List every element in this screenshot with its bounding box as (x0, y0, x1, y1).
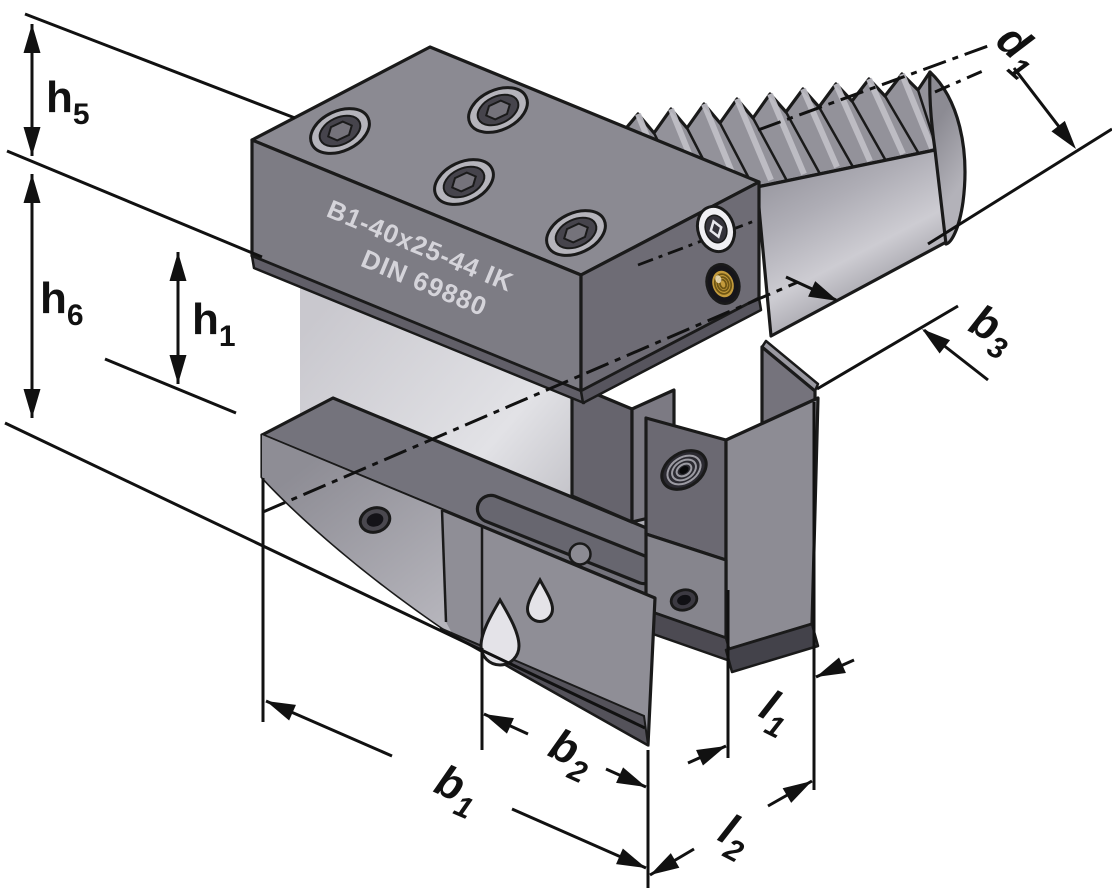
extension-line-seat (104, 357, 237, 415)
side-face-centerline (637, 218, 758, 267)
dim-arrowhead (782, 781, 812, 803)
dimension-l2: l2 (649, 779, 813, 877)
hex-socket-screw-icon (545, 209, 607, 257)
coolant-drop-small-icon (525, 576, 555, 623)
dim-label-b3: b3 (958, 295, 1023, 367)
clamp-screw-hole (660, 449, 708, 491)
hex-socket-screw-icon (467, 86, 529, 134)
dim-arrowhead (696, 746, 726, 766)
side-pin-hole (669, 588, 699, 612)
dim-arrowhead (808, 281, 838, 301)
dim-arrowhead (484, 714, 514, 734)
extension-line-top (24, 12, 296, 120)
dim-label-h5: h5 (46, 73, 90, 131)
hex-socket-screw-icon (433, 158, 495, 206)
leg-front-face (570, 382, 634, 524)
dim-label-l2: l2 (707, 805, 759, 870)
dimension-h1: h1 (104, 252, 237, 415)
shank-axis-centerline (757, 44, 989, 132)
dim-label-h1: h1 (192, 295, 236, 353)
slot-notch (568, 542, 592, 566)
dim-arrowhead (616, 848, 646, 868)
chamfer-edge-line (440, 509, 448, 623)
dim-arrowhead (816, 657, 846, 677)
dimension-b1: b1 (261, 478, 650, 888)
dim-arrowhead (169, 252, 187, 281)
dimension-h6: h6 (4, 174, 646, 730)
dim-arrowhead (266, 701, 296, 721)
body-front-chamfer (262, 435, 453, 635)
extension-line-d1 (927, 127, 1112, 246)
dim-label-b1: b1 (424, 756, 487, 827)
upper-block-group: B1-40x25-44 IK DIN 69880 (250, 45, 763, 405)
set-screw-icon (695, 204, 737, 254)
dim-arrowhead (23, 389, 41, 418)
body-right-side-face (724, 396, 820, 652)
extension-line-bottom (4, 421, 646, 730)
serration-light-stripes (635, 72, 935, 201)
dim-arrowhead (23, 24, 41, 53)
coolant-port-icon (705, 263, 741, 305)
dim-arrowhead (616, 767, 646, 787)
dimension-h5: h5 (6, 12, 296, 259)
tool-axis-centerline (262, 280, 799, 514)
extension-line-b3 (816, 304, 959, 391)
dim-label-h6: h6 (40, 274, 84, 332)
chamfer-hole (358, 506, 392, 534)
dim-arrowhead (23, 127, 41, 156)
dim-label-b2: b2 (538, 719, 602, 790)
dim-arrowhead (23, 174, 41, 203)
dim-arrowhead (922, 329, 951, 354)
dim-label-d1: d1 (981, 14, 1052, 86)
hex-socket-screw-icon (309, 107, 371, 155)
body-bottom-right-strip (724, 622, 820, 674)
dimension-d1: d1 (927, 14, 1112, 246)
dim-arrowhead (650, 853, 680, 875)
extension-line-mid (6, 149, 263, 259)
dimension-b3: b3 (785, 275, 1023, 391)
dim-arrowhead (1051, 120, 1076, 149)
d1-leader-centerline (934, 68, 986, 94)
dim-arrowhead (169, 355, 187, 384)
lower-right-body-group (644, 396, 820, 674)
upper-block-side-chamfer (579, 296, 763, 405)
dim-label-l1: l1 (748, 681, 800, 746)
coolant-drop-icon (479, 597, 521, 667)
body-bottom-edge-strip (439, 627, 650, 747)
